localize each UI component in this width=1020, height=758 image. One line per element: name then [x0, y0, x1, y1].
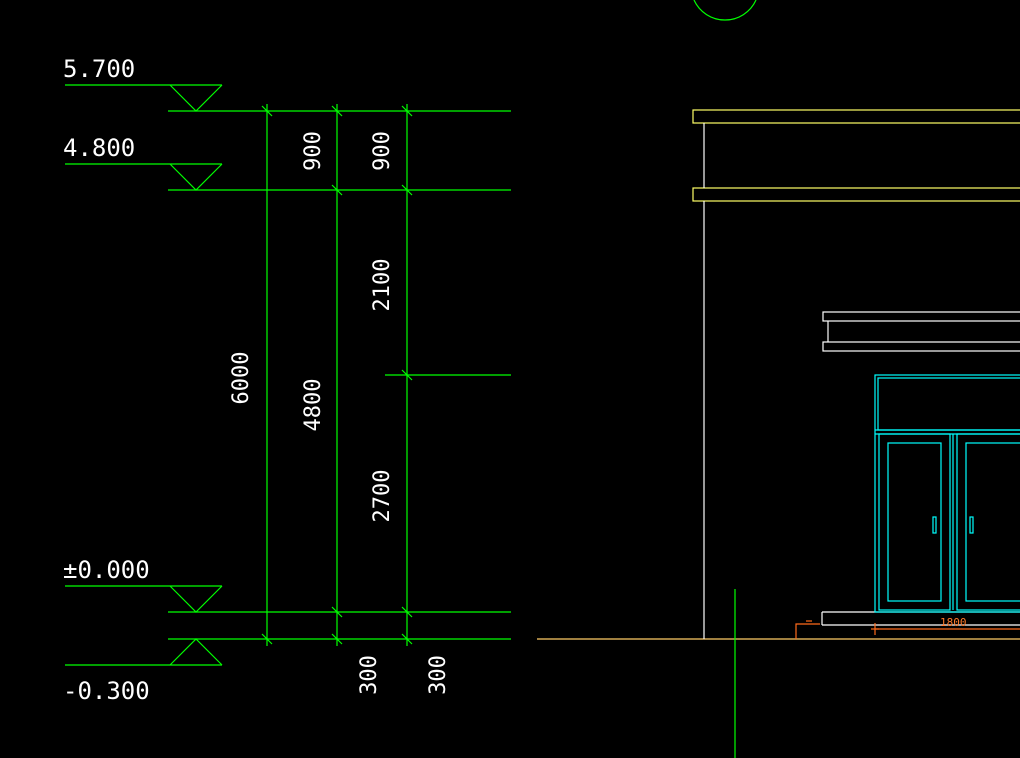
- door-canopy: [822, 311, 1020, 352]
- step-width-label: 1800: [940, 616, 967, 629]
- dim-parapet-a: 900: [301, 131, 326, 171]
- dim-inner-height: 4800: [301, 379, 326, 432]
- dimension-lines: [168, 104, 511, 646]
- double-door: [874, 374, 1020, 613]
- step-dimension: [795, 620, 1020, 639]
- dim-upper-segment: 2100: [370, 259, 395, 312]
- door-step: [821, 611, 1020, 626]
- level-label-5700: 5.700: [63, 55, 135, 83]
- eave-slabs: [692, 109, 1020, 202]
- level-label-neg300: -0.300: [63, 677, 150, 705]
- level-label-0000: ±0.000: [63, 556, 150, 584]
- dim-plinth-b: 300: [426, 655, 451, 695]
- grid-axis-circle: [693, 0, 757, 21]
- dim-parapet-b: 900: [370, 131, 395, 171]
- dim-total-height: 6000: [229, 352, 254, 405]
- dim-plinth-a: 300: [357, 655, 382, 695]
- level-label-4800: 4.800: [63, 134, 135, 162]
- dim-lower-segment: 2700: [370, 470, 395, 523]
